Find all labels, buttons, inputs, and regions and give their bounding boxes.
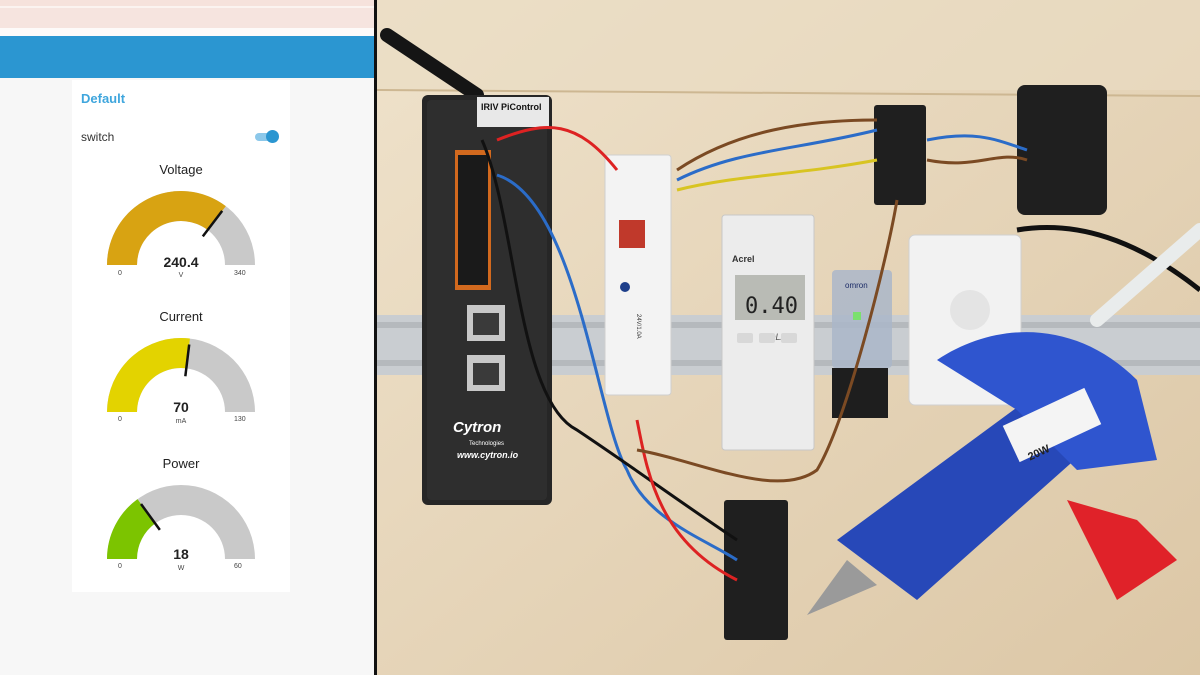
current-gauge: Current 70 mA 0 130 xyxy=(72,309,290,449)
gauge-value: 18 xyxy=(173,546,189,562)
top-stripe xyxy=(0,28,374,36)
dashboard-panel: Default switch Voltage 240.4 V 0 340 Cur… xyxy=(0,0,374,675)
gauge-needle xyxy=(184,344,191,377)
controller-model-label: IRIV PiControl xyxy=(481,102,542,112)
gauge-max: 130 xyxy=(234,416,246,423)
hardware-photo-illustration: IRIV PiControl Cytron Technologies www.c… xyxy=(377,0,1200,675)
gauge-track xyxy=(107,485,255,559)
panel-divider xyxy=(374,0,377,675)
hardware-photo: IRIV PiControl Cytron Technologies www.c… xyxy=(377,0,1200,675)
switch-row: switch xyxy=(81,128,281,148)
terminal-block xyxy=(874,105,926,205)
power-supply xyxy=(604,154,672,396)
gauge-value: 70 xyxy=(173,399,189,415)
top-stripe xyxy=(0,8,374,28)
gauge-fill xyxy=(107,191,226,265)
gauge-min: 0 xyxy=(118,270,122,277)
gauge-title: Power xyxy=(162,456,200,471)
gauge-fill xyxy=(107,499,156,559)
gauge-max: 60 xyxy=(234,563,242,570)
dashboard-header-bar xyxy=(0,36,374,78)
gauge-max: 340 xyxy=(234,270,246,277)
meter-reading: 0.40 xyxy=(745,294,798,319)
gauge-title: Current xyxy=(159,309,203,324)
controller-sub-label: Technologies xyxy=(469,441,504,447)
gauge-units: mA xyxy=(175,418,187,425)
meter-display xyxy=(735,275,805,320)
power-gauge: Power 18 W 0 60 xyxy=(72,456,290,596)
power-plug xyxy=(1017,85,1107,215)
top-stripe xyxy=(0,0,374,6)
gauge-needle xyxy=(201,210,224,238)
terminal-block xyxy=(724,500,788,640)
gauge-units: V xyxy=(178,272,184,279)
meter-model-label: ADL200 xyxy=(762,332,796,342)
voltage-gauge: Voltage 240.4 V 0 340 xyxy=(72,162,290,302)
controller-brand-label: Cytron xyxy=(453,419,501,436)
psu-rating-label: 24V/1.0A xyxy=(635,314,641,339)
gauge-units: W xyxy=(177,565,185,572)
controller-url-label: www.cytron.io xyxy=(457,450,519,460)
dashboard-group-card: Default switch Voltage 240.4 V 0 340 Cur… xyxy=(72,80,290,592)
gauge-value: 240.4 xyxy=(163,254,199,270)
energy-meter xyxy=(721,214,815,451)
gauge-min: 0 xyxy=(118,416,122,423)
switch-toggle[interactable] xyxy=(255,130,279,144)
gauge-fill xyxy=(107,338,190,412)
switch-knob xyxy=(266,130,279,143)
group-title: Default xyxy=(81,91,126,106)
antenna xyxy=(380,28,484,102)
switch-label: switch xyxy=(81,130,115,144)
current-gauge-dial xyxy=(107,338,255,412)
power-gauge-dial xyxy=(107,485,255,559)
meter-brand-label: Acrel xyxy=(732,254,755,264)
top-stripe xyxy=(0,6,374,8)
gauge-needle xyxy=(140,503,161,531)
voltage-gauge-dial xyxy=(107,191,255,265)
gauge-title: Voltage xyxy=(159,162,203,177)
gauge-min: 0 xyxy=(118,563,122,570)
relay-brand-label: omron xyxy=(845,281,868,290)
